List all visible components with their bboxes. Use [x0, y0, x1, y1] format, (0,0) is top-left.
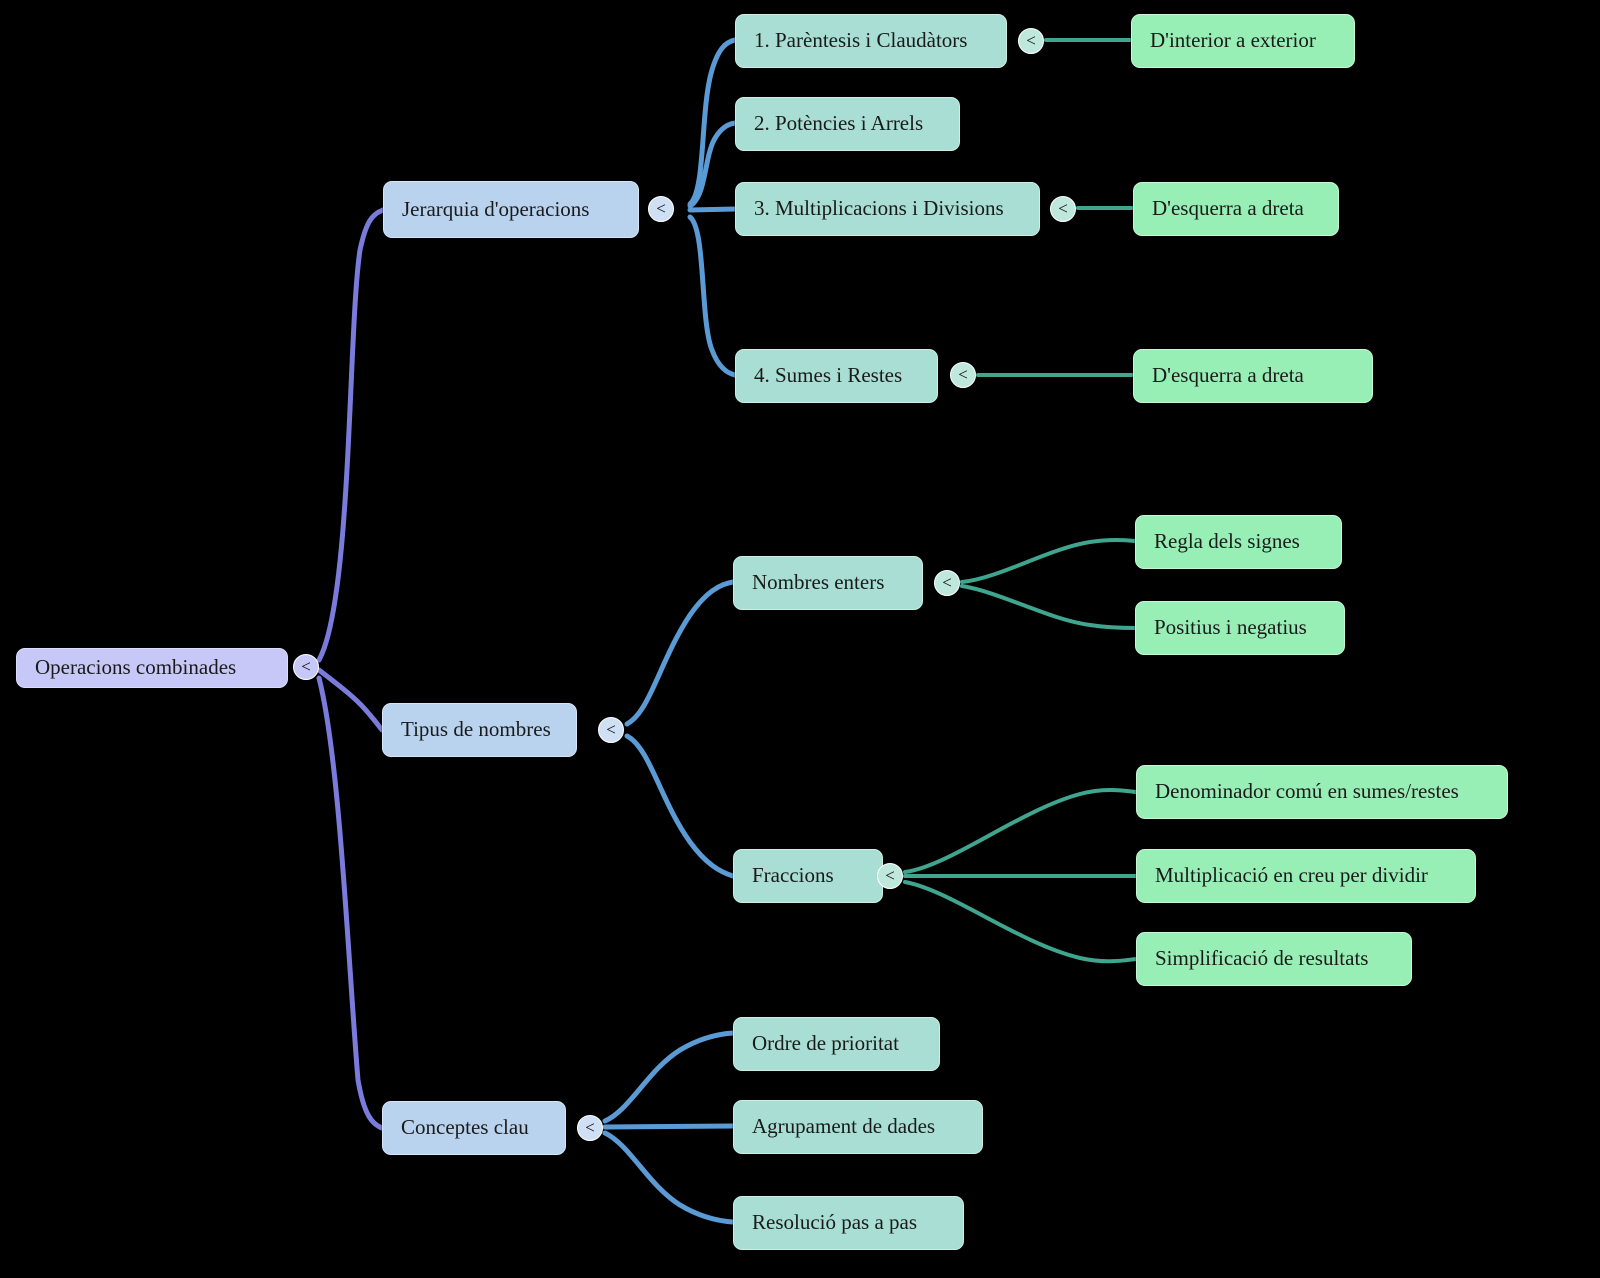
chevron-left-icon: <	[606, 720, 616, 739]
node-fraccions-label: Fraccions	[752, 863, 834, 888]
node-dinterior-a-exterior-label: D'interior a exterior	[1150, 28, 1316, 53]
node-ordre-de-prioritat-label: Ordre de prioritat	[752, 1031, 899, 1056]
edge-conceptes-to-resolucio	[602, 1130, 736, 1225]
node-tipus-de-nombres-label: Tipus de nombres	[401, 717, 551, 742]
edge-group-root	[316, 207, 386, 1131]
node-1-parentesis-i-claudators[interactable]: 1. Parèntesis i Claudàtors	[735, 14, 1007, 68]
edge-conceptes-to-ordre	[602, 1030, 736, 1124]
edge-group-leaf	[903, 38, 1138, 964]
node-tipus-de-nombres[interactable]: Tipus de nombres	[382, 703, 577, 757]
node-ordre-de-prioritat[interactable]: Ordre de prioritat	[733, 1017, 940, 1071]
edge-fraccions-to-simplificacio	[903, 880, 1138, 964]
chevron-left-icon: <	[942, 573, 952, 592]
edge-fraccions-to-denominador	[903, 788, 1138, 874]
collapse-toggle-4-sumes-i-restes[interactable]: <	[950, 362, 976, 388]
chevron-left-icon: <	[301, 657, 311, 676]
node-desquerra-a-dreta-sumes-label: D'esquerra a dreta	[1152, 363, 1304, 388]
node-root-label: Operacions combinades	[35, 655, 237, 680]
edge-jerarquia-to-multiplicacions	[687, 206, 738, 213]
node-positius-i-negatius-label: Positius i negatius	[1154, 615, 1307, 640]
chevron-left-icon: <	[958, 365, 968, 384]
collapse-toggle-jerarquia-doperacions[interactable]: <	[648, 196, 674, 222]
edge-group-tipus	[624, 579, 736, 879]
node-resolucio-pas-a-pas[interactable]: Resolució pas a pas	[733, 1196, 964, 1250]
collapse-toggle-1-parentesis-i-claudators[interactable]: <	[1018, 28, 1044, 54]
edge-conceptes-to-agrupament	[602, 1123, 736, 1130]
edge-root-to-conceptes	[316, 675, 385, 1131]
chevron-left-icon: <	[585, 1118, 595, 1137]
node-desquerra-a-dreta-mult[interactable]: D'esquerra a dreta	[1133, 182, 1339, 236]
node-agrupament-de-dades-label: Agrupament de dades	[752, 1114, 936, 1139]
node-agrupament-de-dades[interactable]: Agrupament de dades	[733, 1100, 983, 1154]
node-3-multiplicacions-i-divisions-label: 3. Multiplicacions i Divisions	[754, 196, 1004, 221]
collapse-toggle-root[interactable]: <	[293, 654, 319, 680]
edge-tipus-to-nombres-enters	[624, 579, 736, 727]
chevron-left-icon: <	[1058, 199, 1068, 218]
node-4-sumes-i-restes[interactable]: 4. Sumes i Restes	[735, 349, 938, 403]
node-1-parentesis-i-claudators-label: 1. Parèntesis i Claudàtors	[754, 28, 968, 53]
edge-root-to-tipus	[316, 667, 385, 733]
collapse-toggle-nombres-enters[interactable]: <	[934, 570, 960, 596]
chevron-left-icon: <	[885, 866, 895, 885]
node-multiplicacio-en-creu-per-dividir[interactable]: Multiplicació en creu per dividir	[1136, 849, 1476, 903]
edge-group-jerarquia	[687, 37, 738, 378]
node-fraccions[interactable]: Fraccions	[733, 849, 883, 903]
node-conceptes-clau-label: Conceptes clau	[401, 1115, 529, 1140]
node-dinterior-a-exterior[interactable]: D'interior a exterior	[1131, 14, 1355, 68]
node-desquerra-a-dreta-mult-label: D'esquerra a dreta	[1152, 196, 1304, 221]
collapse-toggle-conceptes-clau[interactable]: <	[577, 1115, 603, 1141]
node-resolucio-pas-a-pas-label: Resolució pas a pas	[752, 1210, 918, 1235]
node-2-potencies-i-arrels-label: 2. Potències i Arrels	[754, 111, 924, 136]
collapse-toggle-tipus-de-nombres[interactable]: <	[598, 717, 624, 743]
chevron-left-icon: <	[656, 199, 666, 218]
node-regla-dels-signes-label: Regla dels signes	[1154, 529, 1300, 554]
node-simplificacio-de-resultats-label: Simplificació de resultats	[1155, 946, 1369, 971]
collapse-toggle-3-multiplicacions-i-divisions[interactable]: <	[1050, 196, 1076, 222]
edge-group-conceptes	[602, 1030, 736, 1225]
node-denominador-comu-en-sumes-restes-label: Denominador comú en sumes/restes	[1155, 779, 1459, 804]
node-root[interactable]: Operacions combinades	[16, 648, 288, 688]
edge-root-to-jerarquia	[316, 207, 386, 663]
node-denominador-comu-en-sumes-restes[interactable]: Denominador comú en sumes/restes	[1136, 765, 1508, 819]
node-positius-i-negatius[interactable]: Positius i negatius	[1135, 601, 1345, 655]
node-desquerra-a-dreta-sumes[interactable]: D'esquerra a dreta	[1133, 349, 1373, 403]
node-conceptes-clau[interactable]: Conceptes clau	[382, 1101, 566, 1155]
node-regla-dels-signes[interactable]: Regla dels signes	[1135, 515, 1342, 569]
node-nombres-enters[interactable]: Nombres enters	[733, 556, 923, 610]
edge-enters-to-regla	[960, 538, 1137, 584]
edge-jerarquia-to-parentesis	[687, 37, 738, 207]
node-jerarquia-doperacions-label: Jerarquia d'operacions	[402, 196, 590, 221]
node-3-multiplicacions-i-divisions[interactable]: 3. Multiplicacions i Divisions	[735, 182, 1040, 236]
edge-enters-to-positius	[960, 584, 1137, 630]
edge-tipus-to-fraccions	[624, 733, 736, 879]
node-4-sumes-i-restes-label: 4. Sumes i Restes	[754, 363, 903, 388]
edge-jerarquia-to-sumes	[687, 214, 738, 378]
chevron-left-icon: <	[1026, 31, 1036, 50]
node-nombres-enters-label: Nombres enters	[752, 570, 885, 595]
node-2-potencies-i-arrels[interactable]: 2. Potències i Arrels	[735, 97, 960, 151]
collapse-toggle-fraccions[interactable]: <	[877, 863, 903, 889]
node-multiplicacio-en-creu-per-dividir-label: Multiplicació en creu per dividir	[1155, 863, 1428, 888]
node-simplificacio-de-resultats[interactable]: Simplificació de resultats	[1136, 932, 1412, 986]
node-jerarquia-doperacions[interactable]: Jerarquia d'operacions	[383, 181, 639, 238]
edge-jerarquia-to-potencies	[687, 120, 738, 209]
